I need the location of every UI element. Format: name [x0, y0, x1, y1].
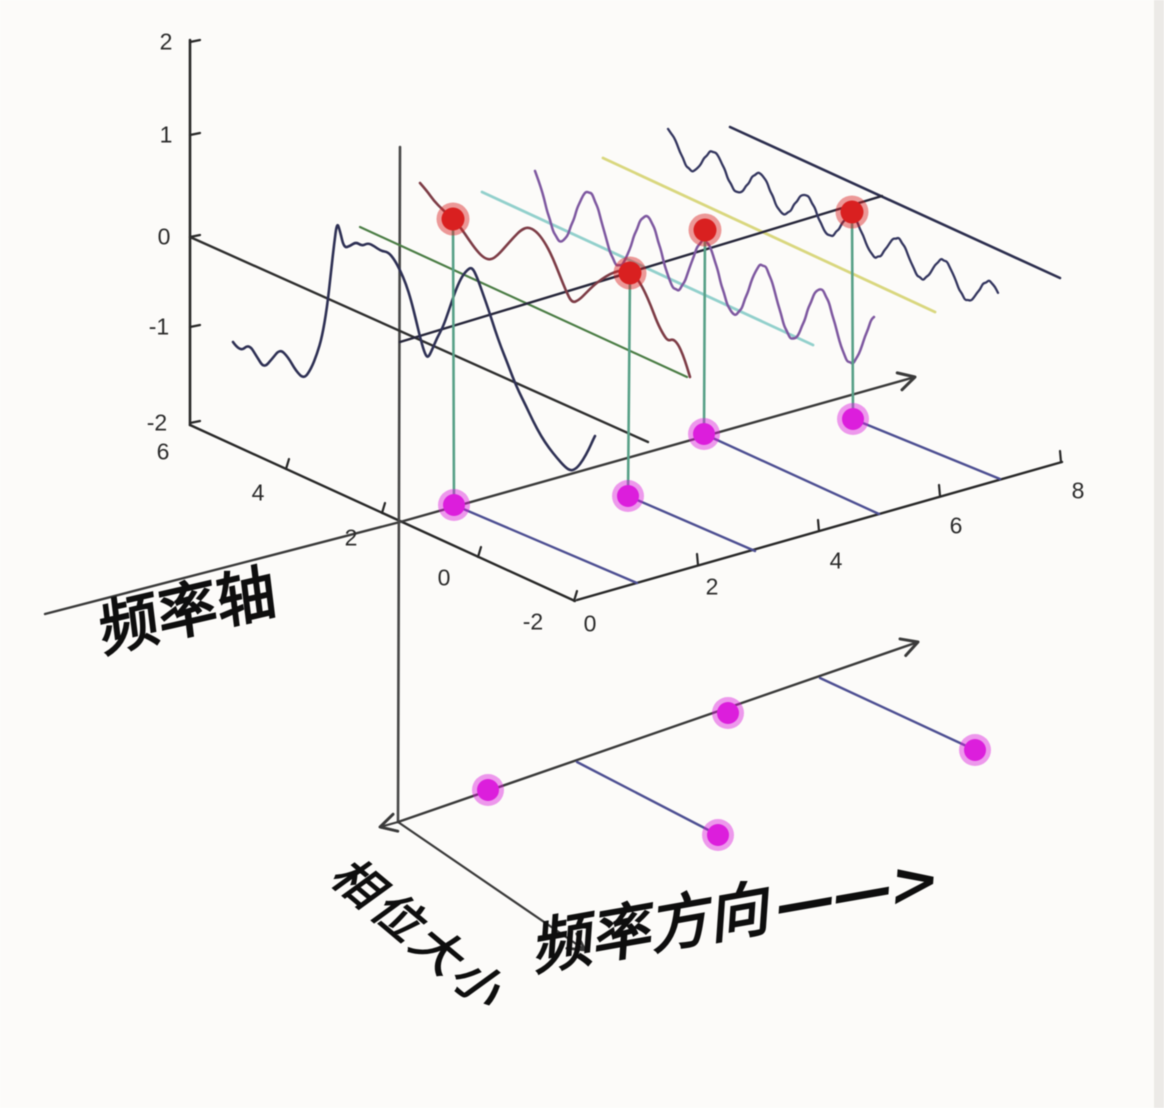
- component-peak-dot: [441, 207, 465, 231]
- amplitude-spectrum-dot: [693, 423, 715, 445]
- phase-conn-f3: [575, 760, 720, 837]
- frequency-tick-label: 4: [829, 547, 843, 574]
- depth-tick-label: -2: [522, 608, 544, 635]
- freq1-wave: [418, 181, 692, 379]
- amp-conn-f7: [851, 417, 1002, 481]
- frequency-tick-label: 6: [949, 512, 963, 539]
- phase-magnitude-axis: [396, 820, 587, 952]
- phase-spectrum-dot: [717, 702, 739, 724]
- photo-edge-strip: [1154, 0, 1164, 1108]
- freq7-wave: [666, 127, 1000, 302]
- depth-axis-tick: [284, 457, 291, 471]
- phase-magnitude-axis-arrowhead: [565, 932, 587, 952]
- frequency-tick-label: 0: [583, 610, 597, 637]
- component-peak-dot: [840, 200, 864, 224]
- amplitude-spectrum-dot: [443, 494, 465, 516]
- component-peak-dot: [693, 218, 717, 242]
- amp-conn-f5: [702, 432, 881, 516]
- sum-wave: [231, 223, 597, 472]
- frequency-axis-tick: [937, 483, 942, 498]
- amplitude-tick-label: 0: [157, 223, 171, 250]
- phase-origin-stub: [378, 820, 400, 829]
- frequency-tick-label: 8: [1071, 477, 1085, 504]
- frequency-axis-tick: [1058, 449, 1063, 464]
- frequency-tick-label: 2: [705, 573, 719, 600]
- phase-baseline-arrowhead: [898, 637, 920, 658]
- amplitude-spectrum-dot: [842, 408, 864, 430]
- green-baseline: [358, 225, 689, 379]
- frequency-axis-tick: [695, 552, 700, 567]
- amplitude-axis-tick: [188, 419, 202, 425]
- amplitude-tick-label: -1: [148, 313, 170, 340]
- phase-spectrum-dot: [477, 779, 499, 801]
- amp-conn-f1: [452, 503, 639, 585]
- frequency-axis-tick: [816, 518, 821, 533]
- stem-f7: [850, 210, 855, 421]
- red-dot-line: [398, 194, 884, 344]
- phase-spectrum-dot: [707, 824, 729, 846]
- depth-tick-label: 2: [344, 524, 358, 551]
- depth-axis-tick: [476, 545, 483, 559]
- amp-conn-f3: [626, 494, 757, 553]
- spectrum-baseline-arrowhead: [895, 371, 917, 392]
- amplitude-tick-label: -2: [146, 409, 168, 436]
- depth-axis-tick: [572, 589, 579, 603]
- mid-vertical-line: [396, 145, 402, 824]
- amplitude-spectrum-dot: [617, 485, 639, 507]
- yellow-baseline: [601, 156, 937, 314]
- amplitude-axis-tick: [188, 131, 202, 137]
- amplitude-tick-label: 2: [159, 28, 173, 55]
- phase-origin-arrowhead: [378, 812, 400, 833]
- depth-tick-label: 0: [437, 564, 451, 591]
- amplitude-axis-tick: [188, 323, 202, 329]
- component-peak-dot: [618, 261, 642, 285]
- amplitude-tick-label: 1: [159, 121, 173, 148]
- stem-f5: [702, 228, 707, 436]
- depth-axis-tick: [380, 501, 387, 515]
- phase-conn-f7: [818, 676, 977, 752]
- depth-tick-label: 4: [251, 479, 265, 506]
- amplitude-axis-tick: [188, 38, 202, 44]
- phase-spectrum-dot: [964, 739, 986, 761]
- depth-tick-label: 6: [156, 438, 170, 465]
- backwall-line: [728, 125, 1062, 280]
- cyan-baseline: [480, 190, 815, 347]
- stem-f1: [451, 217, 456, 507]
- time-axis-front: [188, 235, 650, 444]
- stem-f3: [626, 271, 632, 498]
